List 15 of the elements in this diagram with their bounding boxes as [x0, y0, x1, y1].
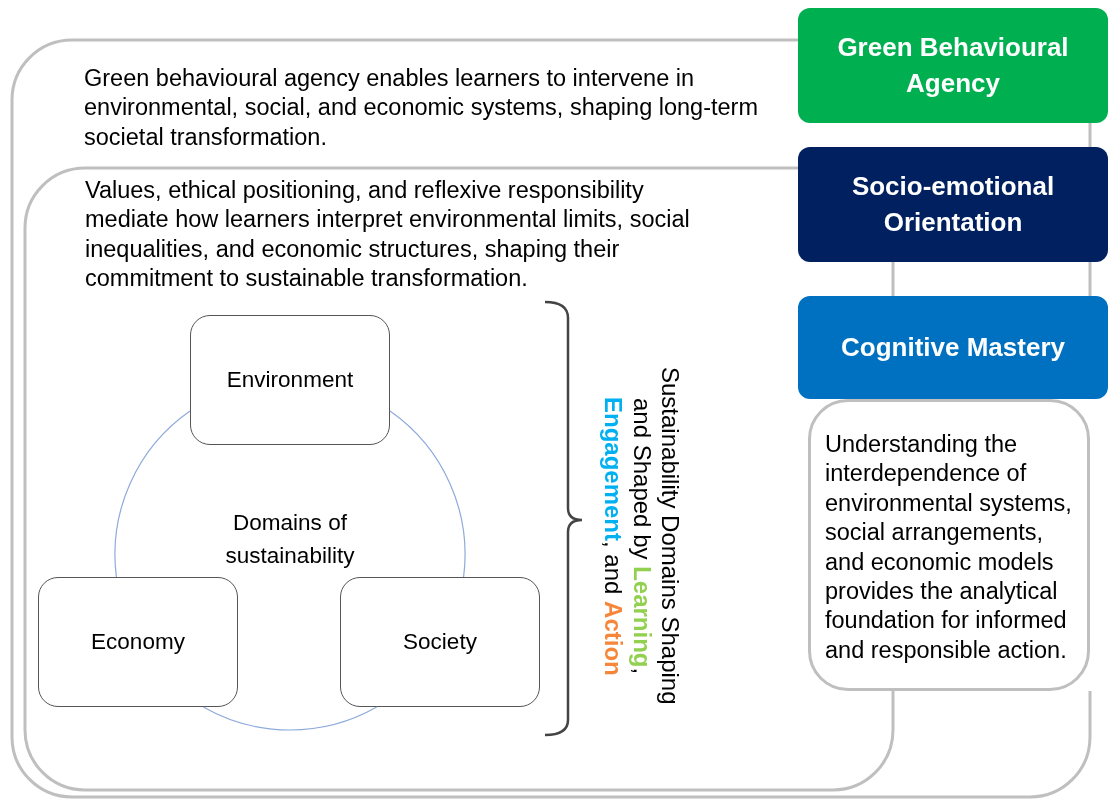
domain-box: [190, 315, 390, 445]
header-title: Socio-emotional Orientation: [850, 170, 1056, 239]
domain-box: [340, 577, 540, 707]
header-title: Green Behavioural Agency: [836, 31, 1070, 100]
domain-box: [38, 577, 238, 707]
domain-label: Society: [403, 627, 477, 656]
description-text: Green behavioural agency enables learners to intervene in environmental, social, and economic systems, shaping long-term societal transformation.: [84, 64, 759, 152]
description-text: Understanding the interdependence of environmental systems, social arrangements, and economic models provides the analytical foundation for informed and responsible action.: [825, 430, 1073, 665]
description-text: Values, ethical positioning, and reflexive responsibility mediate how learners interpret environmental limits, social inequalities, and economic structures, shaping their commitment to sustainable transformation.: [85, 176, 691, 294]
domain-label: Environment: [226, 365, 354, 394]
header-title: Cognitive Mastery: [840, 330, 1066, 364]
rounded-panel: [808, 399, 1090, 691]
header-box: [798, 8, 1108, 123]
circle-title: Domains of sustainability: [224, 509, 356, 570]
domain-label: Economy: [91, 627, 185, 656]
